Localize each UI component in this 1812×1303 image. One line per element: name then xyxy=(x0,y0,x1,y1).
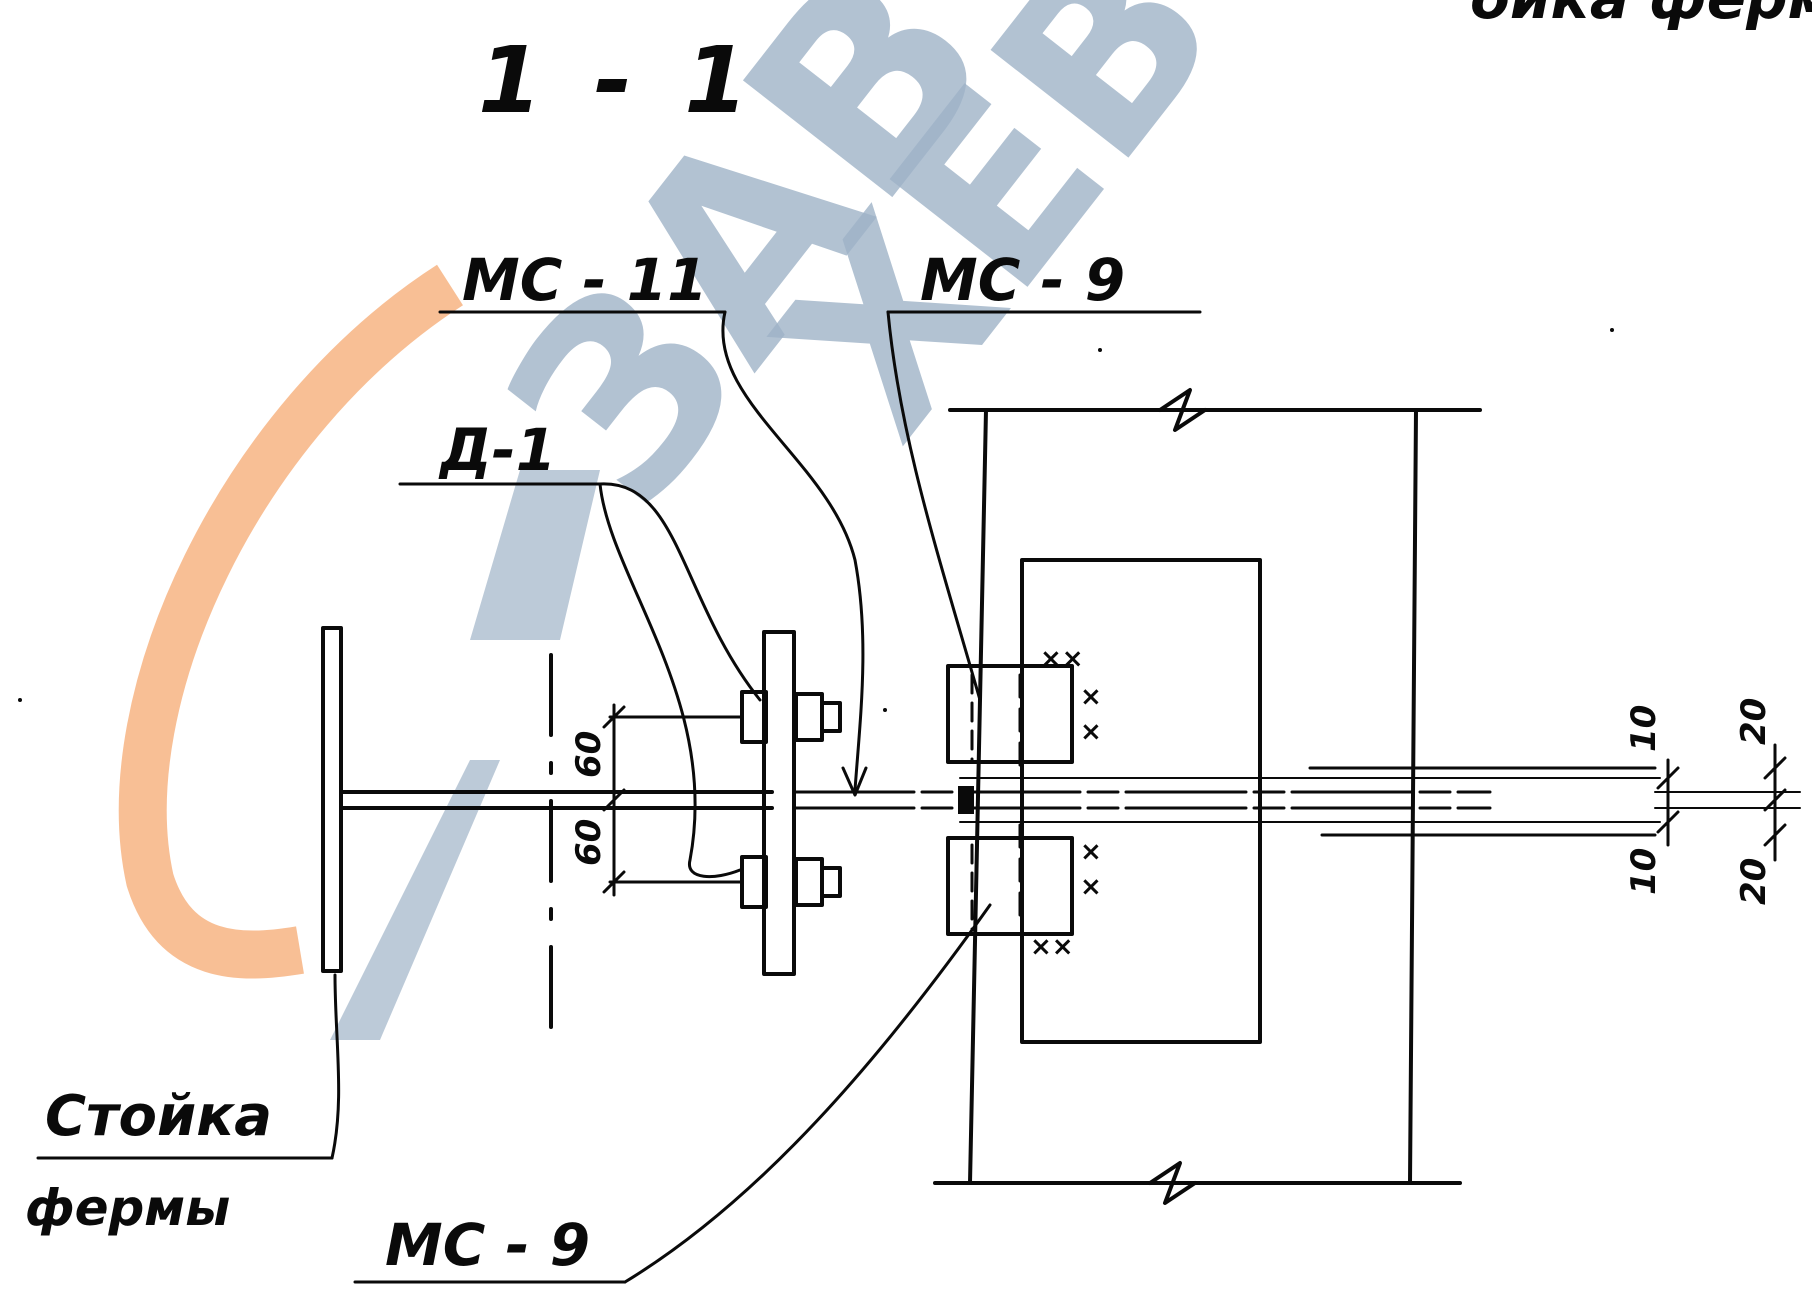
connection-plate xyxy=(740,630,842,976)
gusset-plate xyxy=(792,766,1661,837)
dim-right-tick-a xyxy=(1656,766,1680,790)
label-d1-leader-lower xyxy=(598,482,742,879)
bolt-lower-tail xyxy=(820,866,842,898)
label-truss-post-leader xyxy=(330,973,341,1160)
dim-left-upper-value: 60 xyxy=(569,731,609,778)
label-ms9-top: МС - 9 xyxy=(886,246,1202,702)
scan-speck-4 xyxy=(1610,328,1614,332)
scan-speck-2 xyxy=(18,698,22,702)
label-truss-post-text-2: фермы xyxy=(25,1179,230,1237)
weld-marks-lower-side: × xyxy=(1080,837,1102,867)
label-truss-post: Стойка фермы xyxy=(25,973,341,1237)
watermark-arc xyxy=(118,264,463,979)
label-ms9-bottom-leader xyxy=(623,903,992,1284)
dim-right-10-bottom: 10 xyxy=(1624,848,1664,895)
column-inner-web xyxy=(1020,558,1262,1044)
dim-right-10-top: 10 xyxy=(1624,705,1664,752)
label-truss-post-text: Стойка xyxy=(45,1084,272,1149)
embed-ms9-lower: × × ×× xyxy=(946,823,1102,962)
dim-left-tick-3 xyxy=(602,870,626,894)
label-d1-text: Д-1 xyxy=(438,416,556,484)
label-ms9-top-leader xyxy=(886,310,982,702)
dim-right-tick-e xyxy=(1763,823,1787,847)
column-top-break-mark xyxy=(1158,388,1207,432)
scan-speck-1 xyxy=(1098,348,1102,352)
column-left-edge xyxy=(968,408,988,1185)
dimension-right: 10 10 20 20 xyxy=(1624,698,1801,905)
dim-left-tick-1 xyxy=(602,705,626,729)
label-ms11: МС - 11 xyxy=(438,246,868,797)
label-ms9-bottom: МС - 9 xyxy=(353,903,992,1284)
truss-post-section xyxy=(321,626,774,973)
label-ms11-text: МС - 11 xyxy=(462,246,707,314)
column-bottom-break-mark xyxy=(1148,1161,1197,1205)
section-title: 1 - 1 xyxy=(478,27,758,134)
dim-right-20-bottom: 20 xyxy=(1734,858,1774,905)
weld-marks-upper-side-2: × xyxy=(1080,717,1102,747)
bolt-upper-nut xyxy=(794,692,824,742)
connection-plate-body xyxy=(762,630,796,976)
truss-post-flange xyxy=(321,626,343,973)
watermark-figure xyxy=(330,470,600,1040)
dim-right-20-top: 20 xyxy=(1734,698,1774,745)
bolt-upper-tail xyxy=(820,701,842,733)
bolt-lower xyxy=(740,855,842,909)
label-d1-leader-upper xyxy=(598,482,762,702)
weld-marks-upper-side: × xyxy=(1080,682,1102,712)
label-ms11-leader xyxy=(721,310,865,792)
bolt-lower-nut xyxy=(794,857,824,907)
dim-right-tick-b xyxy=(1656,810,1680,834)
dimension-left: 60 60 xyxy=(569,703,744,897)
embed-ms9-lower-body xyxy=(946,836,1074,936)
corner-title-fragment: ойка фермы xyxy=(1470,0,1812,32)
dim-left-lower-value: 60 xyxy=(569,819,609,866)
embed-ms9-upper-body xyxy=(946,664,1074,764)
label-ms9-bottom-text: МС - 9 xyxy=(385,1211,590,1279)
dim-right-tick-c xyxy=(1763,756,1787,780)
embed-ms9-upper: ×× × × xyxy=(946,644,1102,777)
label-ms11-arrow xyxy=(841,766,868,797)
scan-speck-3 xyxy=(883,708,887,712)
label-ms9-top-text: МС - 9 xyxy=(920,246,1125,314)
watermark: ЗАВ ХЕВ xyxy=(118,0,1272,1040)
weld-marks-lower-bottom: ×× xyxy=(1030,932,1074,962)
label-d1: Д-1 xyxy=(398,416,762,879)
weld-marks-lower-side-2: × xyxy=(1080,872,1102,902)
gusset-weld xyxy=(958,786,974,814)
weld-marks-upper-top: ×× xyxy=(1040,644,1084,674)
column xyxy=(933,388,1482,1205)
dim-right-tick-d xyxy=(1763,788,1787,812)
dim-left-tick-2 xyxy=(602,788,626,812)
bolt-upper xyxy=(740,690,842,744)
column-right-edge xyxy=(1408,408,1418,1185)
